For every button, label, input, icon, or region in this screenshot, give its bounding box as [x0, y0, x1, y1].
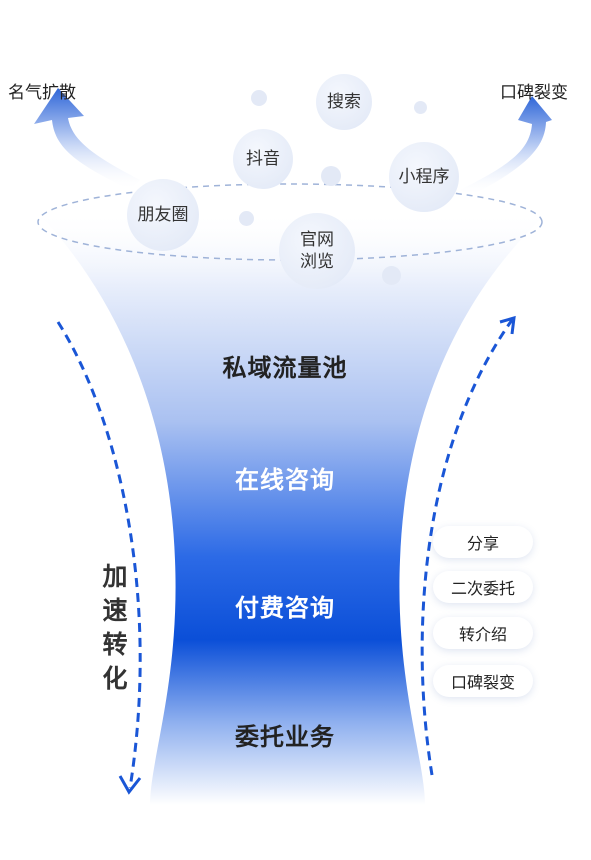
funnel-body	[40, 215, 545, 805]
pill-word-of-mouth: 口碑裂变	[433, 665, 533, 697]
pill-repeat-entrust: 二次委托	[433, 571, 533, 603]
left-sweep-arrow	[34, 88, 140, 190]
left-arrowhead-icon	[118, 775, 142, 795]
stage-paid-consult: 付费咨询	[235, 594, 335, 622]
top-ring	[37, 183, 543, 261]
stage-online-consult: 在线咨询	[235, 466, 335, 494]
right-dashed-arrow	[420, 319, 514, 776]
stage-private-traffic: 私域流量池	[222, 354, 348, 382]
pill-share: 分享	[433, 526, 533, 558]
stage-entrusted-business: 委托业务	[235, 723, 335, 751]
right-arrowhead-icon	[499, 315, 516, 335]
right-sweep-arrow	[460, 96, 552, 196]
decor-dot	[414, 101, 427, 114]
pill-referral: 转介绍	[433, 617, 533, 649]
accelerate-conversion-text: 加速转化	[102, 562, 128, 693]
decor-dot	[321, 166, 341, 186]
decor-dot	[239, 211, 254, 226]
left-dashed-arrow	[56, 321, 142, 789]
channel-bubble-miniprogram: 小程序	[389, 142, 459, 212]
decor-dot	[382, 266, 401, 285]
right-top-label: 口碑裂变	[500, 83, 568, 103]
left-top-label: 名气扩散	[8, 83, 76, 103]
channel-bubble-douyin: 抖音	[233, 129, 293, 189]
decor-dot	[251, 90, 267, 106]
channel-bubble-moments: 朋友圈	[127, 179, 199, 251]
channel-bubble-search: 搜索	[316, 74, 372, 130]
channel-bubble-website: 官网浏览	[279, 213, 355, 289]
